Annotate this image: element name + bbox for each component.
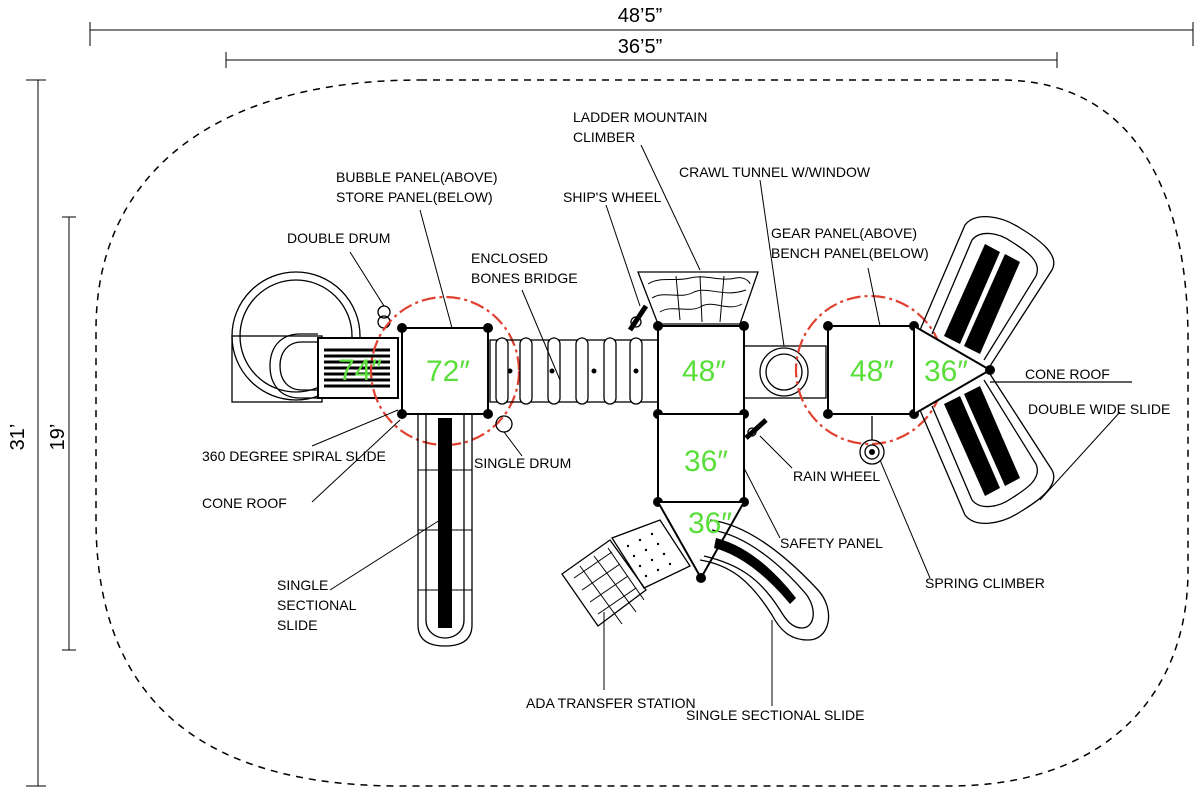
ladder-mountain-label-2: CLIMBER <box>573 129 635 145</box>
double-wide-slide-upper <box>919 215 1055 367</box>
rain-wheel-label: RAIN WHEEL <box>793 468 880 484</box>
safety-panel-label: SAFETY PANEL <box>780 535 883 551</box>
ada-transfer-station <box>561 519 691 627</box>
inner-width-dimension: 36’5” <box>618 36 662 58</box>
single-drum <box>495 415 513 433</box>
crawl-tunnel-label: CRAWL TUNNEL W/WINDOW <box>679 164 871 180</box>
gear-panel-label: GEAR PANEL(ABOVE) <box>771 225 917 241</box>
ladder-mountain-label: LADDER MOUNTAIN <box>573 109 707 125</box>
single-sectional-slide-bottom <box>699 519 830 641</box>
enclosed-bones-bridge <box>489 337 659 405</box>
ships-wheel <box>627 304 649 332</box>
double-wide-slide-lower <box>919 373 1055 525</box>
spiral-deck-size: 74″ <box>338 354 382 387</box>
single-sectional-label-2: SECTIONAL <box>277 597 357 613</box>
overall-width-dimension: 48’5” <box>618 5 662 27</box>
single-sectional-bottom-label: SINGLE SECTIONAL SLIDE <box>686 707 864 723</box>
main-deck-size: 72″ <box>426 355 470 388</box>
left-cone-roof-outline <box>369 295 521 447</box>
cone-roof-right-label: CONE ROOF <box>1025 366 1110 382</box>
center-deck <box>657 325 745 415</box>
leader-lines <box>311 144 1121 706</box>
center-lower-deck-size: 36″ <box>684 445 728 478</box>
center-lower-deck <box>657 413 745 503</box>
ladder-mountain-climber <box>637 271 759 325</box>
single-sectional-label-1: SINGLE <box>277 577 328 593</box>
single-drum-label: SINGLE DRUM <box>474 455 571 471</box>
overall-depth-dimension: 31’ <box>7 424 29 451</box>
main-deck-posts <box>397 323 493 419</box>
single-sectional-label-3: SLIDE <box>277 617 317 633</box>
enclosed-bridge-label: ENCLOSED <box>471 250 548 266</box>
center-deck-size: 48″ <box>682 355 726 388</box>
inner-depth-dimension: 19’ <box>47 424 69 451</box>
ada-transfer-label: ADA TRANSFER STATION <box>526 695 696 711</box>
bench-panel-label: BENCH PANEL(BELOW) <box>771 245 929 261</box>
bones-bridge-label: BONES BRIDGE <box>471 270 578 286</box>
bubble-panel-label: BUBBLE PANEL(ABOVE) <box>336 169 498 185</box>
double-drum-label: DOUBLE DRUM <box>287 230 390 246</box>
spiral-slide-label: 360 DEGREE SPIRAL SLIDE <box>202 448 386 464</box>
dimension-lines <box>26 22 1194 787</box>
safety-zone-boundary <box>95 79 1189 787</box>
single-sectional-slide-left <box>417 414 473 647</box>
cone-roof-left-label: CONE ROOF <box>202 495 287 511</box>
crawl-tunnel <box>743 345 827 399</box>
spiral-slide <box>231 271 399 403</box>
rain-wheel <box>744 418 768 440</box>
right-deck <box>827 325 915 415</box>
main-deck <box>401 327 489 415</box>
store-panel-label: STORE PANEL(BELOW) <box>336 189 493 205</box>
right-deck-size: 48″ <box>850 355 894 388</box>
right-triangle-size: 36″ <box>924 355 968 388</box>
double-wide-slide-label: DOUBLE WIDE SLIDE <box>1028 401 1170 417</box>
ships-wheel-label: SHIP'S WHEEL <box>563 189 662 205</box>
right-triangle-deck <box>913 324 992 416</box>
spring-climber <box>859 416 885 465</box>
triangle-deck-size: 36″ <box>688 507 732 540</box>
spring-climber-label: SPRING CLIMBER <box>925 575 1045 591</box>
